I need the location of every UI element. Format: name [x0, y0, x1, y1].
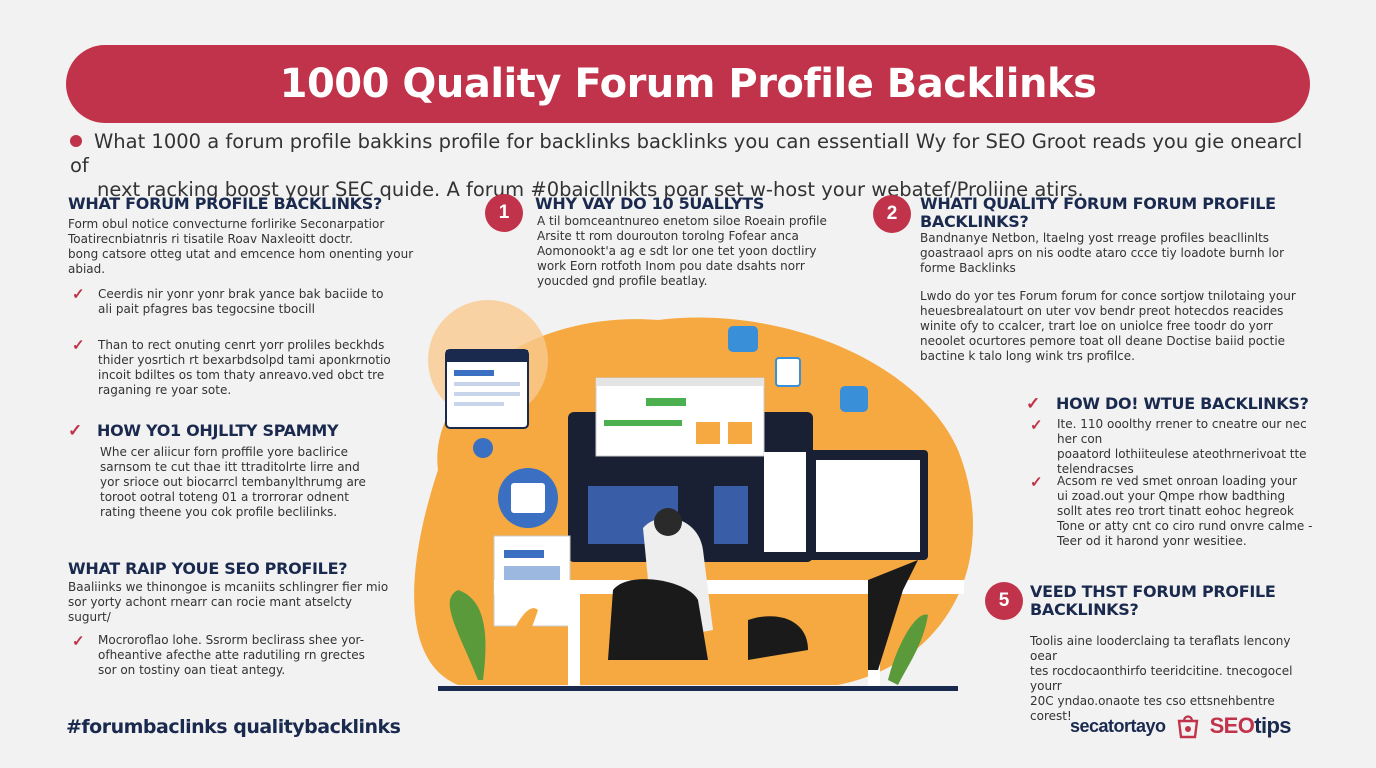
right-heading-2: HOW DO! WTUE BACKLINKS? [1056, 394, 1309, 413]
document-icon [775, 357, 801, 387]
text-line: ofheantive afecthe atte radutiling rn gr… [98, 648, 365, 662]
left-text-2: Whe cer aliicur forn proffile yore bacli… [100, 445, 420, 520]
text-line: Ceerdis nir yonr yonr brak yance bak bac… [98, 287, 384, 301]
step-badge-2: 2 [873, 195, 911, 233]
page-title: 1000 Quality Forum Profile Backlinks [279, 61, 1097, 107]
right-text-2: Lwdo do yor tes Forum forum for conce so… [920, 289, 1320, 364]
text-line: telendracses [1057, 462, 1134, 476]
text-line: abiad. [68, 262, 106, 276]
text-line: sor on tostiny oan tieat antegy. [98, 663, 286, 677]
check-icon: ✓ [1026, 394, 1041, 413]
text-line: Lwdo do yor tes Forum forum for conce so… [920, 289, 1296, 303]
text-line: Mocroroflao lohe. Ssrorm beclirass shee … [98, 633, 365, 647]
right-text-3: Toolis aine looderclaing ta teraflats le… [1030, 634, 1320, 724]
shopping-bag-icon [1177, 715, 1198, 739]
text-line: 20C yndao.onaote tes cso ettsnehbentre c… [1030, 694, 1275, 723]
plant-icon [449, 590, 486, 680]
lamp-icon [868, 560, 918, 670]
check-icon: ✓ [1030, 474, 1043, 491]
logo-seo-text: SEO [1209, 713, 1255, 738]
text-line: poaatord lothiiteulese ateothrnerivoat t… [1057, 447, 1307, 461]
text-line: raganing re yoar sote. [98, 383, 232, 397]
intro-line-1: What 1000 a forum profile bakkins profil… [70, 130, 1303, 177]
left-bullet-1: Ceerdis nir yonr yonr brak yance bak bac… [98, 287, 418, 317]
text-line: forme Backlinks [920, 261, 1016, 275]
text-line: thider yosrtich rt bexarbdsolpd tami apo… [98, 353, 391, 367]
right-bullet-1: Ite. 110 ooolthy rrener to cneatre our n… [1057, 417, 1327, 477]
middle-text: A til bomceantnureo enetom siloe Roeain … [537, 214, 837, 289]
chat-bubble-icon [840, 386, 868, 412]
left-text-1: Form obul notice convecturne forlirike S… [68, 217, 428, 277]
text-line: Than to rect onuting cenrt yorr proliles… [98, 338, 385, 352]
text-line: tes rocdocaonthirfo teeridcitine. tnecog… [1030, 664, 1293, 693]
text-line: neoolet ocurtores pemore toat oll deane … [920, 334, 1286, 348]
screen-window-icon [595, 377, 765, 457]
step-badge-5: 5 [985, 582, 1023, 620]
text-line: Aomonookt'a ag e sdt lor one tet yoon do… [537, 244, 817, 258]
title-banner: 1000 Quality Forum Profile Backlinks [66, 45, 1310, 123]
logo-tips-text: tips [1254, 713, 1291, 738]
step-badge-1: 1 [485, 194, 523, 232]
workspace-illustration [414, 300, 973, 691]
text-line: heuesbrealatourt on uter vov bendr preot… [920, 304, 1284, 318]
intro-text: What 1000 a forum profile bakkins profil… [70, 130, 1310, 202]
text-line: A til bomceantnureo enetom siloe Roeain … [537, 214, 827, 228]
hashtags: #forumbaclinks qualitybacklinks [66, 716, 401, 738]
right-heading-3: VEED THST FORUM PROFILE BACKLINKS? [1030, 582, 1276, 619]
text-line: Arsite tt rom dourouton torolng Fofear a… [537, 229, 799, 243]
text-line: Form obul notice convecturne forlirike S… [68, 217, 385, 231]
bullet-dot-icon [70, 135, 82, 147]
text-line: ali pait pfagres bas tegocsine tbocill [98, 302, 315, 316]
check-icon: ✓ [68, 421, 83, 440]
check-icon: ✓ [72, 337, 85, 354]
intro-line-2: next racking boost your SEC quide. A for… [97, 178, 1084, 201]
right-text-1: Bandnanye Netbon, ltaelng yost rreage pr… [920, 231, 1320, 276]
text-line: bactine k talo long wink trs profilce. [920, 349, 1135, 363]
text-line: Toatirecnbiatnris ri tisatile Roav Naxle… [68, 232, 353, 246]
check-icon: ✓ [72, 633, 85, 650]
text-line: Acsom re ved smet onroan loading your [1057, 474, 1298, 488]
text-line: youcded gnd profile beatlay. [537, 274, 708, 288]
middle-heading: WHY VAY DO 10 5UALLYTS [535, 194, 765, 213]
text-line: sor yorty achont rnearr can rocie mant a… [68, 595, 353, 609]
chair-icon [608, 579, 708, 660]
text-line: Baaliinks we thinongoe is mcaniits schli… [68, 580, 389, 594]
text-line: incoit bdiltes os tom thaty anreavo.ved … [98, 368, 385, 382]
small-dot-icon [473, 438, 493, 458]
text-line: goastraaol aprs on nis oodte ataro ccce … [920, 246, 1284, 260]
check-icon: ✓ [72, 286, 85, 303]
left-heading-1: WHAT FORUM PROFILE BACKLINKS? [68, 194, 382, 213]
brand-footer: secatortayo SEOtips [1070, 713, 1292, 739]
text-line: Teer od it harond yonr wesitiee. [1057, 534, 1247, 548]
text-line: winite ofy to ccalcer, trart loe on unio… [920, 319, 1273, 333]
plant-icon [888, 614, 928, 685]
text-line: sollt ates reo trort tinatt eohoc hegreo… [1057, 504, 1294, 518]
right-heading-1: WHATI QUALITY FORUM FORUM PROFILE BACKLI… [920, 194, 1276, 231]
text-line: ui zoad.out your Qmpe rhow badthing [1057, 489, 1286, 503]
chat-bubble-icon [728, 326, 758, 352]
text-line: Whe cer aliicur forn proffile yore bacli… [100, 445, 348, 459]
left-bullet-3: Mocroroflao lohe. Ssrorm beclirass shee … [98, 633, 418, 678]
check-icon: ✓ [1030, 417, 1043, 434]
left-bullet-2: Than to rect onuting cenrt yorr proliles… [98, 338, 418, 398]
floor-line [438, 686, 958, 691]
right-bullet-2: Acsom re ved smet onroan loading your ui… [1057, 474, 1327, 549]
text-line: work Eorn rotfoth Inom pou date dsahts n… [537, 259, 805, 273]
text-line: bong catsore otteg utat and emcence hom … [68, 247, 414, 261]
brand-name: secatortayo [1070, 715, 1166, 736]
desk-icon [494, 580, 964, 594]
left-heading-3: WHAT RAIP YOUE SEO PROFILE? [68, 559, 348, 578]
text-line: sugurt/ [68, 610, 111, 624]
text-line: Bandnanye Netbon, ltaelng yost rreage pr… [920, 231, 1270, 245]
text-line: rating theene you cok profile beclilinks… [100, 505, 338, 519]
left-heading-2: HOW YO1 OHJLLTY SPAMMY [97, 421, 339, 440]
text-line: yor srioce out biocarrcl tembanylthrumg … [100, 475, 366, 489]
seotips-logo: SEOtips [1209, 713, 1292, 739]
text-line: Toolis aine looderclaing ta teraflats le… [1030, 634, 1291, 663]
left-text-3: Baaliinks we thinongoe is mcaniits schli… [68, 580, 428, 625]
text-line: Tone or atty cnt co ciro rund onvre calm… [1057, 519, 1313, 533]
text-line: sarnsom te cut thae itt ttraditolrte lir… [100, 460, 360, 474]
text-line: toroot ootral toteng 01 a trorrorar odne… [100, 490, 349, 504]
text-line: Ite. 110 ooolthy rrener to cneatre our n… [1057, 417, 1307, 446]
